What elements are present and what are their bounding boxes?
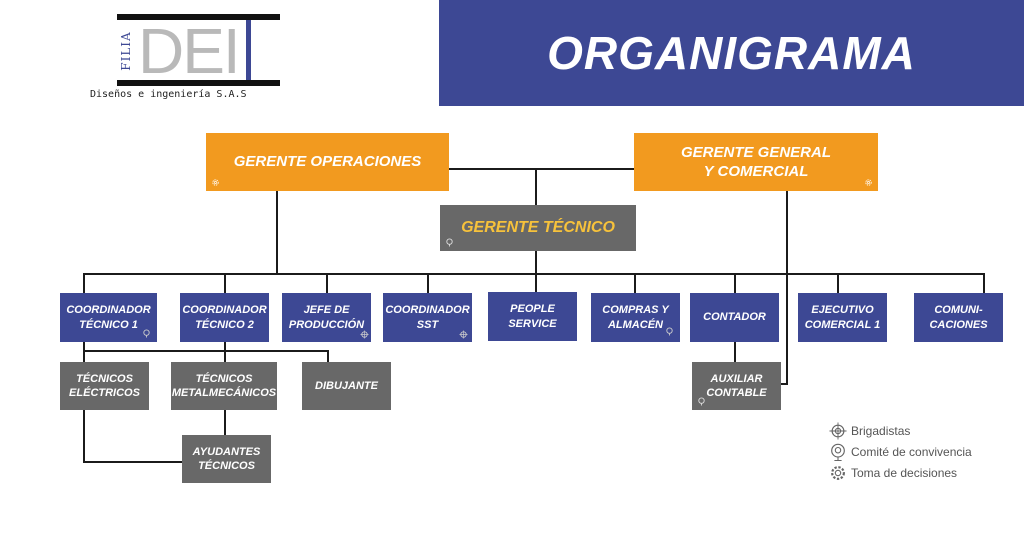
- node-label: JEFE DE PRODUCCIÓN: [288, 304, 365, 331]
- pin-icon: [698, 397, 705, 406]
- node-label: COMUNI- CACIONES: [929, 304, 988, 331]
- connector: [83, 461, 183, 463]
- connector: [837, 273, 839, 293]
- target-icon: [360, 330, 369, 339]
- legend-label: Brigadistas: [851, 423, 911, 438]
- legend-item-comite: Comité de convivencia: [829, 441, 972, 462]
- connector: [83, 350, 329, 352]
- node-tecnicos-electricos[interactable]: TÉCNICOS ELÉCTRICOS: [60, 362, 149, 410]
- node-label: GERENTE GENERAL Y COMERCIAL: [680, 143, 831, 181]
- node-ayudantes-tecnicos[interactable]: AYUDANTES TÉCNICOS: [182, 435, 271, 483]
- gear-icon: [831, 465, 845, 480]
- connector: [781, 383, 788, 385]
- node-contador[interactable]: CONTADOR: [690, 293, 779, 342]
- connector: [224, 342, 226, 362]
- legend: Brigadistas Comité de convivencia Toma d…: [829, 420, 972, 483]
- page-title: ORGANIGRAMA: [547, 27, 916, 79]
- target-icon: [829, 421, 847, 440]
- node-label: GERENTE OPERACIONES: [233, 153, 422, 171]
- connector: [535, 251, 537, 293]
- node-label: DIBUJANTE: [315, 379, 378, 392]
- connector: [734, 342, 736, 362]
- pin-icon: [666, 327, 673, 336]
- connector: [224, 273, 226, 293]
- connector: [83, 273, 85, 293]
- legend-item-toma-decisiones: Toma de decisiones: [829, 462, 972, 483]
- node-gerente-tecnico[interactable]: GERENTE TÉCNICO: [440, 205, 636, 251]
- connector: [535, 168, 537, 205]
- node-label: TÉCNICOS ELÉCTRICOS: [69, 372, 140, 399]
- legend-label: Toma de decisiones: [851, 465, 958, 480]
- connector: [83, 273, 985, 275]
- node-label: GERENTE TÉCNICO: [461, 218, 615, 236]
- node-label: AUXILIAR CONTABLE: [706, 372, 767, 399]
- node-label: CONTADOR: [703, 311, 766, 324]
- legend-item-brigadistas: Brigadistas: [829, 420, 972, 441]
- node-auxiliar-contable[interactable]: AUXILIAR CONTABLE: [692, 362, 781, 410]
- node-label: EJECUTIVO COMERCIAL 1: [804, 304, 881, 331]
- node-comunicaciones[interactable]: COMUNI- CACIONES: [914, 293, 1003, 342]
- node-tecnicos-metalmecanicos[interactable]: TÉCNICOS METALMECÁNICOS: [171, 362, 277, 410]
- node-label: PEOPLE SERVICE: [508, 303, 557, 330]
- connector: [427, 273, 429, 293]
- node-coordinador-tecnico-2[interactable]: COORDINADOR TÉCNICO 2: [180, 293, 269, 342]
- connector: [983, 273, 985, 293]
- connector: [786, 191, 788, 384]
- connector: [224, 410, 226, 435]
- node-dibujante[interactable]: DIBUJANTE: [302, 362, 391, 410]
- node-ejecutivo-comercial[interactable]: EJECUTIVO COMERCIAL 1: [798, 293, 887, 342]
- connector: [276, 191, 278, 274]
- node-gerente-operaciones[interactable]: GERENTE OPERACIONES: [206, 133, 449, 191]
- pin-icon: [831, 443, 845, 461]
- node-label: AYUDANTES TÉCNICOS: [192, 445, 261, 472]
- target-icon: [459, 330, 468, 339]
- node-label: COORDINADOR TÉCNICO 2: [182, 304, 267, 331]
- gear-icon: [212, 179, 219, 186]
- connector: [326, 273, 328, 293]
- company-logo: FILIA DEI Diseños e ingeniería S.A.S: [90, 12, 290, 104]
- logo-bar-bottom: [117, 80, 280, 86]
- node-jefe-produccion[interactable]: JEFE DE PRODUCCIÓN: [282, 293, 371, 342]
- node-label: COORDINADOR SST: [385, 304, 470, 331]
- logo-side-text: FILIA: [119, 31, 133, 71]
- node-coordinador-tecnico-1[interactable]: COORDINADOR TÉCNICO 1: [60, 293, 157, 342]
- node-label: COMPRAS Y ALMACÉN: [602, 304, 669, 331]
- logo-bar-top: [117, 14, 280, 20]
- connector: [449, 168, 634, 170]
- connector: [327, 350, 329, 362]
- logo-subtitle: Diseños e ingeniería S.A.S: [90, 89, 247, 100]
- node-people-service[interactable]: PEOPLE SERVICE: [488, 292, 577, 341]
- node-coordinador-sst[interactable]: COORDINADOR SST: [383, 293, 472, 342]
- title-banner: ORGANIGRAMA: [439, 0, 1024, 106]
- node-label: TÉCNICOS METALMECÁNICOS: [171, 372, 277, 399]
- logo-accent-bar: [246, 20, 251, 80]
- pin-icon: [143, 329, 150, 338]
- pin-icon: [446, 238, 453, 247]
- logo-mark: DEI: [138, 22, 241, 80]
- connector: [634, 273, 636, 293]
- connector: [734, 273, 736, 293]
- node-label: COORDINADOR TÉCNICO 1: [66, 304, 151, 331]
- node-gerente-general[interactable]: GERENTE GENERAL Y COMERCIAL: [634, 133, 878, 191]
- legend-label: Comité de convivencia: [851, 444, 972, 459]
- node-compras-almacen[interactable]: COMPRAS Y ALMACÉN: [591, 293, 680, 342]
- gear-icon: [865, 179, 872, 186]
